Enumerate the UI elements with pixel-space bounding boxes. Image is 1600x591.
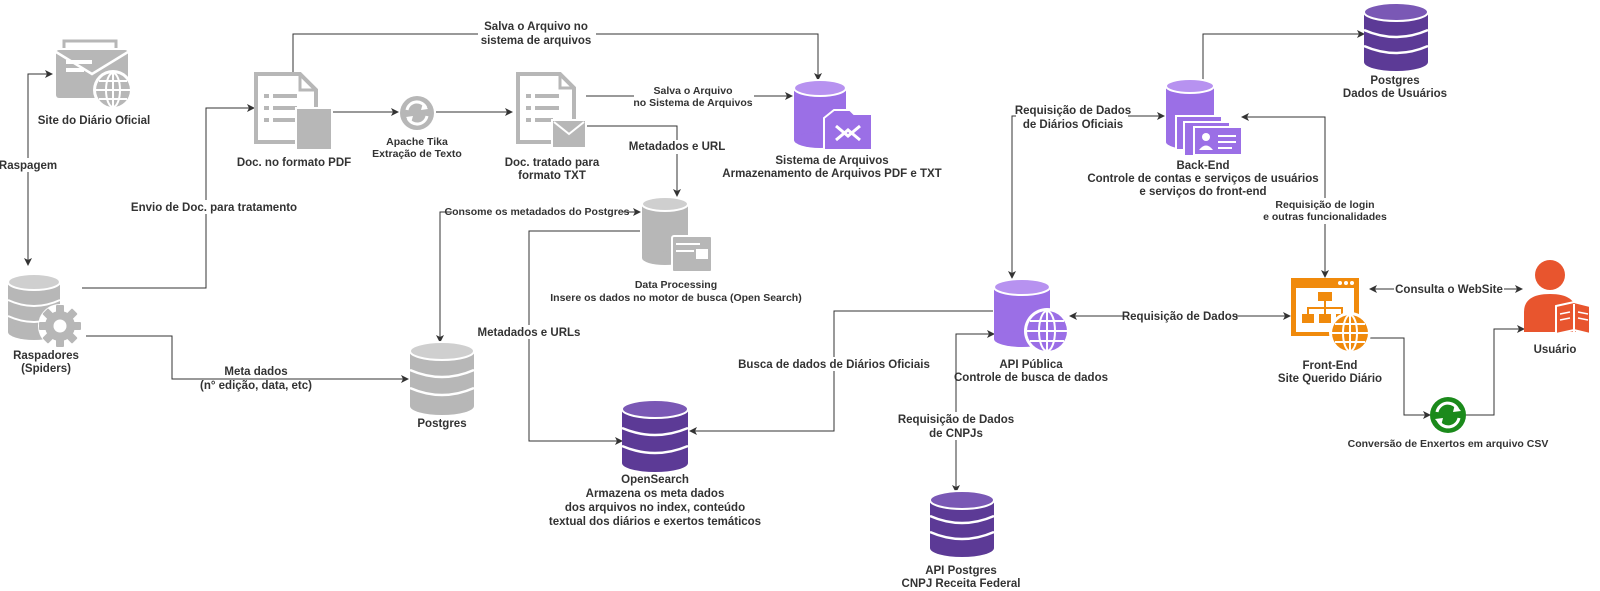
edge-label-metadados-url: Metadados e URL: [629, 141, 726, 153]
edge-label-req-login: Requisição de login: [1275, 199, 1374, 211]
apache-tika-icon: [400, 96, 434, 130]
node-labels: Site do Diário Oficial Raspadores (Spide…: [13, 75, 1576, 590]
backend-desc-1: Controle de contas e serviços de usuário…: [1087, 173, 1318, 185]
edge-label-metadados-urls: Metadados e URLs: [478, 327, 581, 339]
doc-txt-icon: [516, 72, 587, 149]
opensearch-desc-3: textual dos diários e exertos temáticos: [549, 516, 761, 528]
api-postgres-icon: [929, 490, 995, 557]
edge-conversao-usuario: [1466, 325, 1525, 416]
edge-envio-doc: [82, 104, 255, 289]
frontend-label: Front-End: [1303, 360, 1358, 372]
api-publica-icon: [993, 278, 1070, 354]
raspadores-sublabel: (Spiders): [21, 363, 71, 375]
edge-label-salva-sistema: Salva o Arquivo no: [484, 21, 588, 33]
usuario-label: Usuário: [1534, 344, 1577, 356]
doc-txt-label: Doc. tratado para: [505, 157, 600, 169]
postgres-usuarios-icon: [1363, 2, 1429, 71]
api-postgres-sublabel: CNPJ Receita Federal: [902, 578, 1021, 590]
doc-txt-sublabel: formato TXT: [518, 170, 586, 182]
edge-backend-postgres-usuarios: [1202, 30, 1365, 80]
backend-label: Back-End: [1176, 160, 1229, 172]
postgres-label: Postgres: [417, 418, 466, 430]
edge-label-req-diarios: Requisição de Dados: [1015, 105, 1131, 117]
edge-label-req-diarios-2: de Diários Oficiais: [1023, 119, 1123, 131]
raspadores-database-icon: [7, 273, 82, 348]
raspadores-label: Raspadores: [13, 350, 79, 362]
backend-icon: [1165, 78, 1243, 157]
edge-label-salva-txt-2: no Sistema de Arquivos: [633, 97, 752, 109]
postgres-usuarios-label: Postgres: [1370, 75, 1419, 87]
edge-front-conversao: [1368, 337, 1431, 419]
edge-label-consome-metadados: Consome os metadados do Postgres: [445, 206, 630, 218]
apache-tika-label: Apache Tika: [386, 136, 448, 148]
opensearch-desc-2: dos arquivos no index, conteúdo: [565, 502, 745, 514]
apache-tika-sublabel: Extração de Texto: [372, 148, 462, 160]
data-processing-icon: [641, 196, 713, 273]
backend-desc-2: e serviços do front-end: [1139, 186, 1266, 198]
api-publica-sublabel: Controle de busca de dados: [954, 372, 1108, 384]
data-processing-sublabel: Insere os dados no motor de busca (Open …: [550, 292, 801, 304]
edge-label-envio-doc: Envio de Doc. para tratamento: [131, 202, 297, 214]
api-publica-label: API Pública: [999, 359, 1063, 371]
usuario-icon: [1524, 260, 1591, 336]
edge-raspagem: [24, 70, 53, 266]
doc-pdf-label: Doc. no formato PDF: [237, 157, 351, 169]
opensearch-desc-1: Armazena os meta dados: [586, 488, 725, 500]
edge-label-meta-dados: Meta dados: [224, 366, 287, 378]
edge-label-req-cnpjs: Requisição de Dados: [898, 414, 1014, 426]
postgres-usuarios-sublabel: Dados de Usuários: [1343, 88, 1447, 100]
edge-label-salva-sistema-2: sistema de arquivos: [481, 35, 592, 47]
postgres-database-icon: [409, 341, 475, 415]
edge-label-meta-dados-2: (n° edição, data, etc): [200, 380, 312, 392]
edge-metadados-url: [585, 125, 681, 197]
conversao-label: Conversão de Enxertos em arquivo CSV: [1348, 438, 1549, 450]
edges: [24, 30, 1525, 493]
edge-label-salva-txt: Salva o Arquivo: [654, 85, 733, 97]
conversao-icon: [1430, 397, 1466, 433]
frontend-icon: [1291, 278, 1371, 354]
opensearch-database-icon: [621, 399, 689, 472]
sistema-arquivos-sublabel: Armazenamento de Arquivos PDF e TXT: [722, 168, 941, 180]
globe-icon: [1329, 312, 1371, 354]
edge-label-req-login-2: e outras funcionalidades: [1263, 211, 1387, 223]
doc-pdf-icon: [254, 72, 333, 151]
edge-label-raspagem: Raspagem: [0, 160, 57, 172]
globe-icon: [1024, 308, 1070, 354]
edge-meta-dados: [86, 335, 409, 383]
site-diario-icon: [55, 39, 133, 110]
api-postgres-label: API Postgres: [925, 565, 997, 577]
sistema-arquivos-label: Sistema de Arquivos: [775, 155, 888, 167]
data-processing-label: Data Processing: [635, 279, 717, 291]
edge-labels: Raspagem Envio de Doc. para tratamento M…: [0, 20, 1504, 440]
site-diario-label: Site do Diário Oficial: [38, 115, 150, 127]
frontend-sublabel: Site Querido Diário: [1278, 373, 1382, 385]
sistema-arquivos-icon: [793, 79, 873, 151]
edge-label-req-cnpjs-2: de CNPJs: [929, 428, 983, 440]
edge-label-consulta-website: Consulta o WebSite: [1395, 284, 1503, 296]
edge-label-req-dados: Requisição de Dados: [1122, 311, 1238, 323]
gear-icon: [38, 304, 82, 348]
opensearch-label: OpenSearch: [621, 474, 689, 486]
edge-label-busca-dados: Busca de dados de Diários Oficiais: [738, 359, 930, 371]
